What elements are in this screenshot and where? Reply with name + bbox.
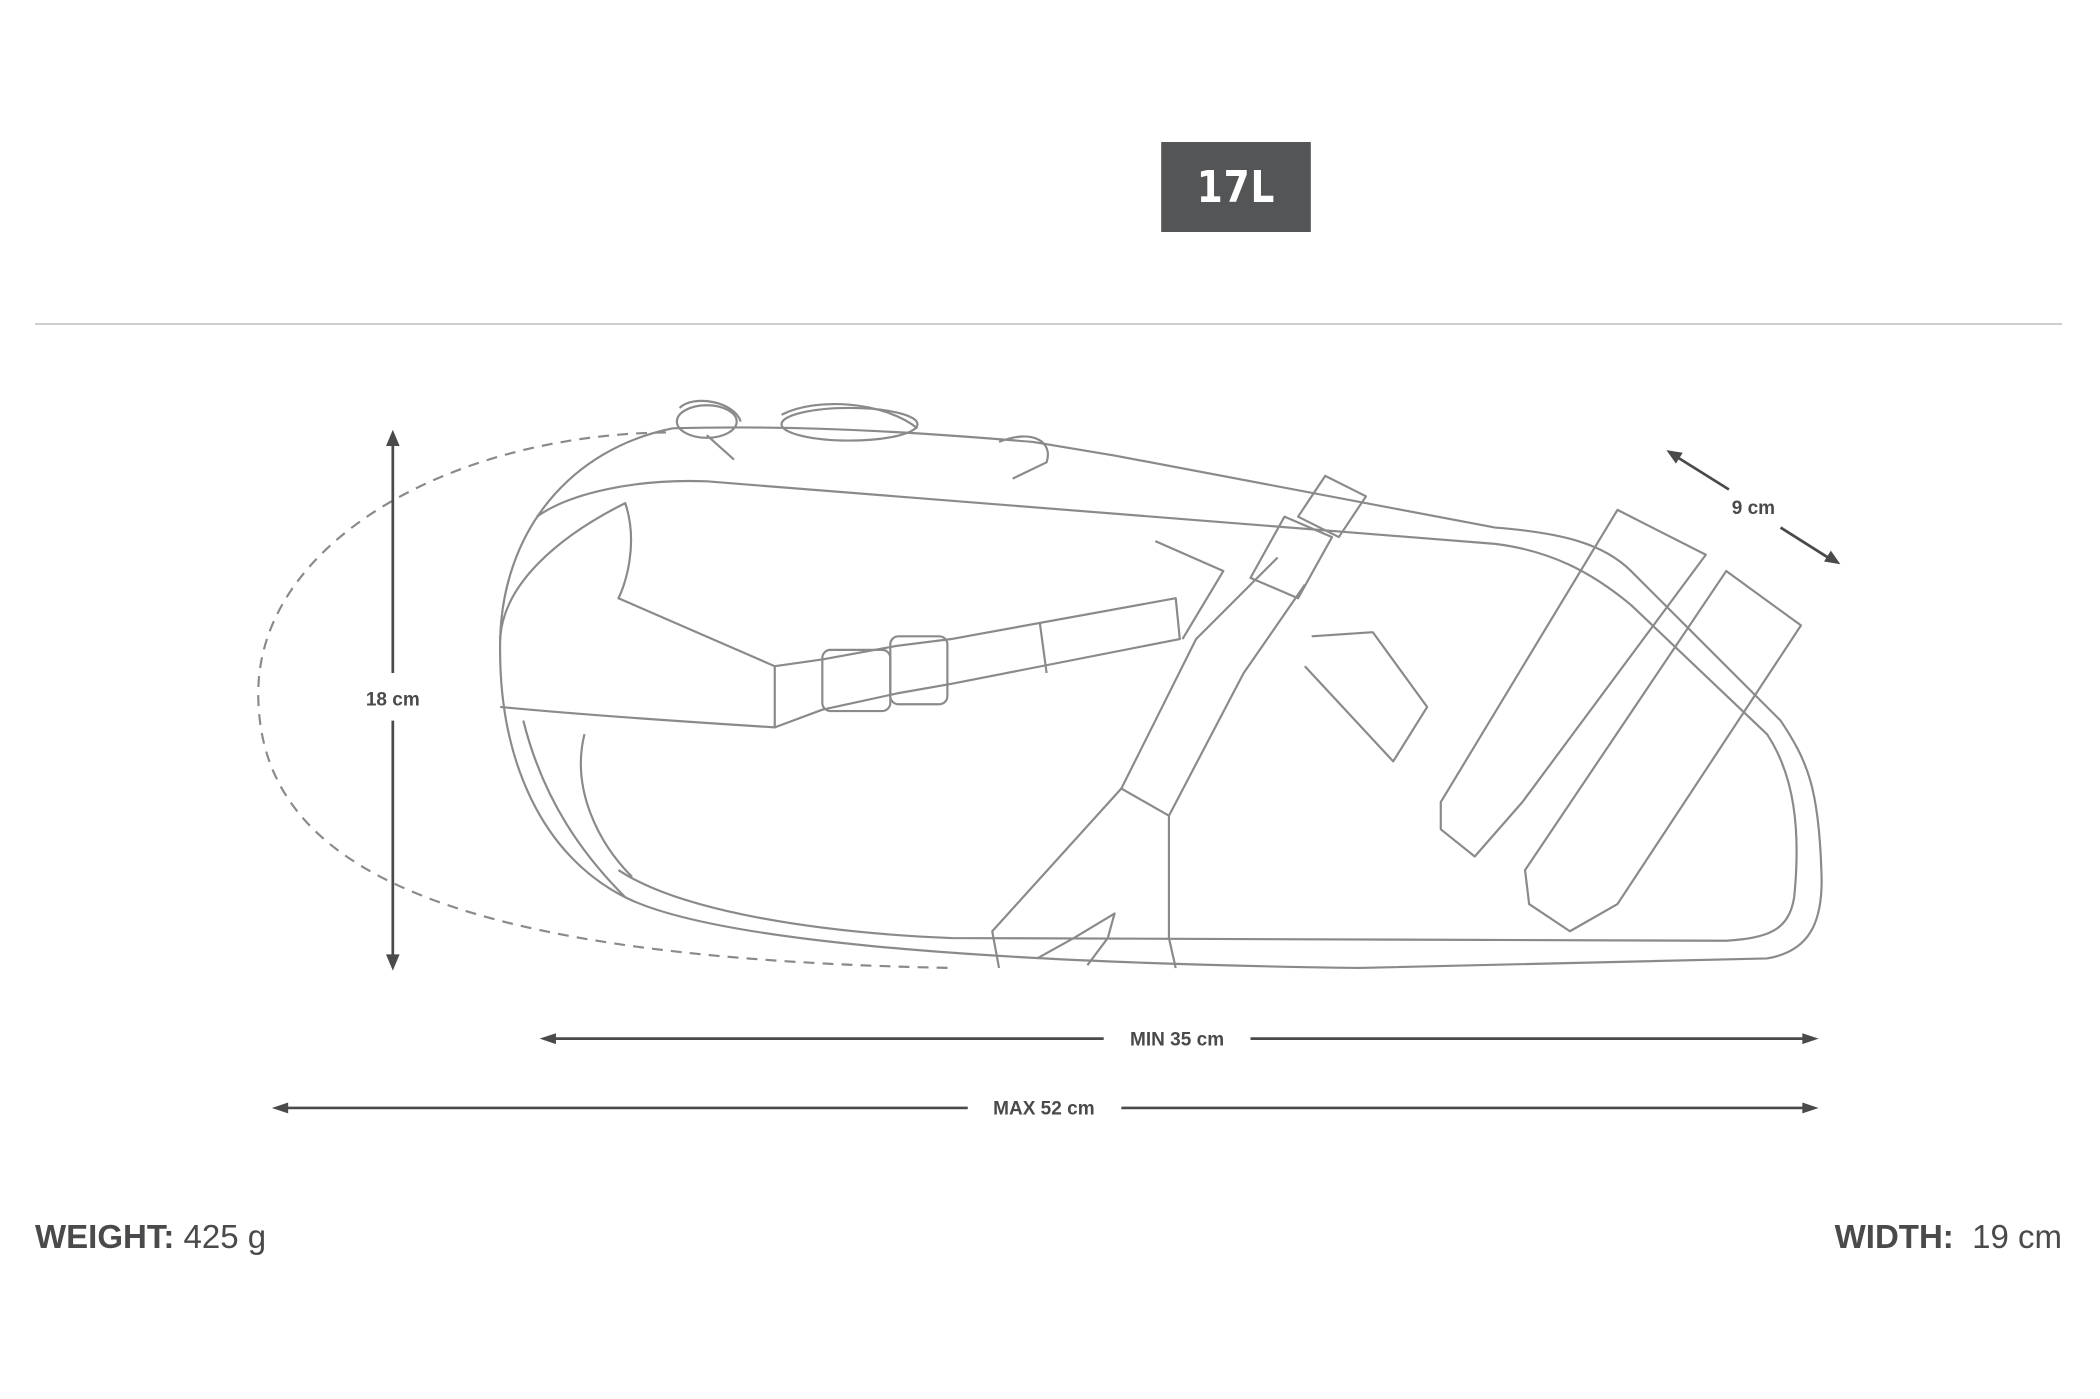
max-length-label: MAX 52 cm xyxy=(993,1099,1094,1120)
width-label: WIDTH: xyxy=(1834,1218,1954,1255)
bag-illustration xyxy=(499,399,1823,970)
extended-outline xyxy=(257,431,952,970)
volume-badge: 17L xyxy=(1161,142,1311,232)
max-length-dimension: MAX 52 cm xyxy=(271,1099,1819,1120)
height-dimension: 18 cm xyxy=(366,429,420,971)
weight-label: WEIGHT: xyxy=(35,1218,175,1255)
min-length-dimension: MIN 35 cm xyxy=(539,1029,1819,1050)
depth-dimension: 9 cm xyxy=(1666,450,1841,565)
depth-label: 9 cm xyxy=(1732,498,1775,519)
min-length-label: MIN 35 cm xyxy=(1130,1029,1224,1050)
weight-spec: WEIGHT: 425 g xyxy=(35,1218,266,1256)
divider xyxy=(35,323,2062,325)
height-label: 18 cm xyxy=(366,690,420,711)
width-spec: WIDTH: 19 cm xyxy=(1835,1218,2062,1256)
width-value: 19 cm xyxy=(1972,1218,2062,1255)
weight-value: 425 g xyxy=(183,1218,267,1255)
